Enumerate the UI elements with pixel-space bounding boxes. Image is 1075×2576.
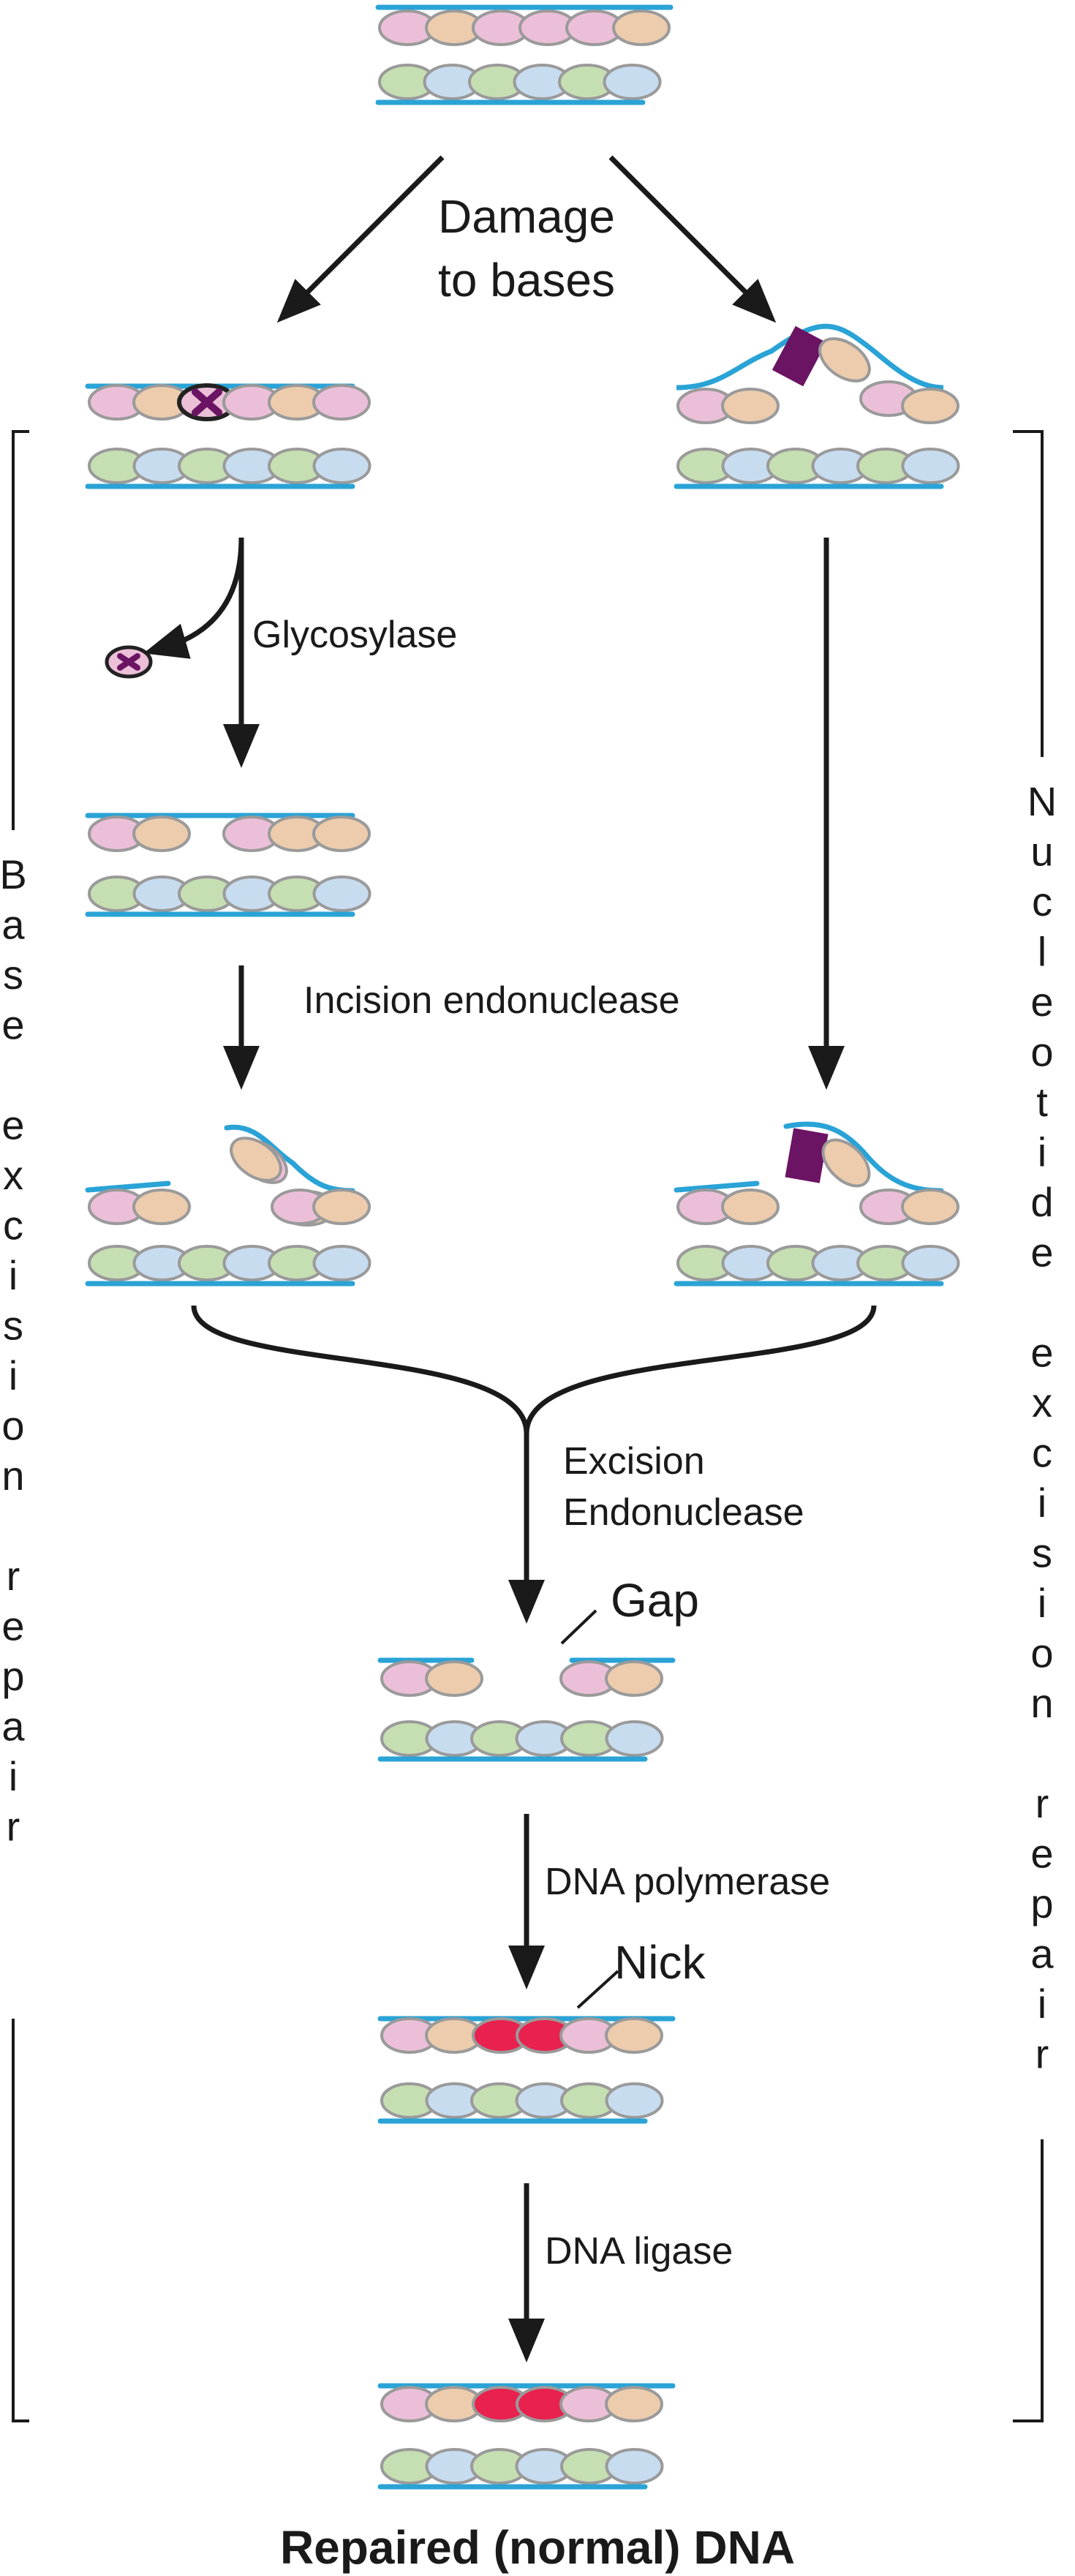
dna-base bbox=[312, 816, 371, 852]
left-bracket-top bbox=[12, 430, 29, 830]
merge-brace bbox=[191, 1305, 877, 1434]
damage-label-line1: Damage bbox=[438, 190, 615, 243]
complementary-base bbox=[605, 2082, 664, 2119]
dna-base bbox=[605, 2386, 663, 2422]
pathway-arrows bbox=[143, 155, 877, 2362]
dna-base bbox=[612, 10, 671, 46]
dna-base bbox=[312, 1189, 371, 1225]
repaired-dna bbox=[377, 2383, 676, 2490]
damage-arrow-right bbox=[608, 155, 777, 323]
complementary-base bbox=[901, 448, 960, 484]
pathway-brackets bbox=[12, 430, 1044, 2422]
dna-base bbox=[230, 1137, 282, 1182]
complementary-base bbox=[901, 1245, 960, 1281]
dna-base bbox=[901, 388, 959, 424]
nick-pointer bbox=[576, 1970, 619, 2009]
dna-base bbox=[721, 388, 780, 424]
bulky-lesion bbox=[772, 325, 827, 387]
right-bracket-top bbox=[1013, 430, 1044, 757]
gap-label: Gap bbox=[611, 1574, 699, 1627]
original-dna bbox=[375, 4, 674, 105]
excision-label-line2: Endonuclease bbox=[563, 1491, 804, 1534]
excision-label-line1: Excision bbox=[563, 1440, 705, 1483]
bulky-lesion bbox=[785, 1128, 829, 1183]
incision-label: Incision endonuclease bbox=[303, 979, 680, 1022]
dna-base bbox=[605, 1660, 663, 1697]
bulky-lesion-dna bbox=[674, 323, 960, 489]
nick-label: Nick bbox=[614, 1936, 706, 1989]
left-bracket-bottom bbox=[12, 2019, 29, 2422]
damaged-base-dna bbox=[85, 383, 371, 489]
dna-base bbox=[132, 1189, 191, 1225]
damage-arrow-left bbox=[276, 155, 445, 323]
dna-base bbox=[821, 1138, 871, 1188]
complementary-base bbox=[605, 1720, 664, 1757]
dna-base bbox=[425, 1660, 483, 1697]
ligase-label: DNA ligase bbox=[545, 2230, 733, 2272]
complementary-base bbox=[312, 448, 371, 484]
dna-base bbox=[901, 1189, 959, 1225]
polymerase-label: DNA polymerase bbox=[545, 1861, 830, 1903]
complementary-base bbox=[605, 2448, 664, 2485]
right-bracket-bottom bbox=[1013, 2139, 1044, 2422]
repaired-dna-caption: Repaired (normal) DNA bbox=[280, 2521, 795, 2574]
dna-base bbox=[605, 2017, 663, 2054]
ap-site-dna bbox=[85, 813, 371, 917]
dna-base bbox=[312, 384, 371, 421]
released-damaged-base bbox=[105, 645, 153, 679]
gapped-dna bbox=[377, 1657, 676, 1762]
complementary-base bbox=[603, 64, 662, 100]
dna-strands bbox=[85, 4, 960, 2490]
incised-ber-dna bbox=[85, 1124, 371, 1287]
glycosylase-removal-arrow bbox=[143, 537, 244, 659]
nicked-dna bbox=[377, 2016, 676, 2124]
glycosylase-label: Glycosylase bbox=[252, 614, 457, 656]
dna-base bbox=[132, 816, 191, 852]
damage-label-line2: to bases bbox=[438, 254, 615, 306]
complementary-base bbox=[312, 875, 371, 912]
dna-base bbox=[721, 1189, 780, 1225]
complementary-base bbox=[312, 1245, 371, 1281]
gap-pointer bbox=[560, 1609, 597, 1645]
incised-ner-dna bbox=[674, 1121, 960, 1287]
dna-base bbox=[818, 337, 871, 383]
